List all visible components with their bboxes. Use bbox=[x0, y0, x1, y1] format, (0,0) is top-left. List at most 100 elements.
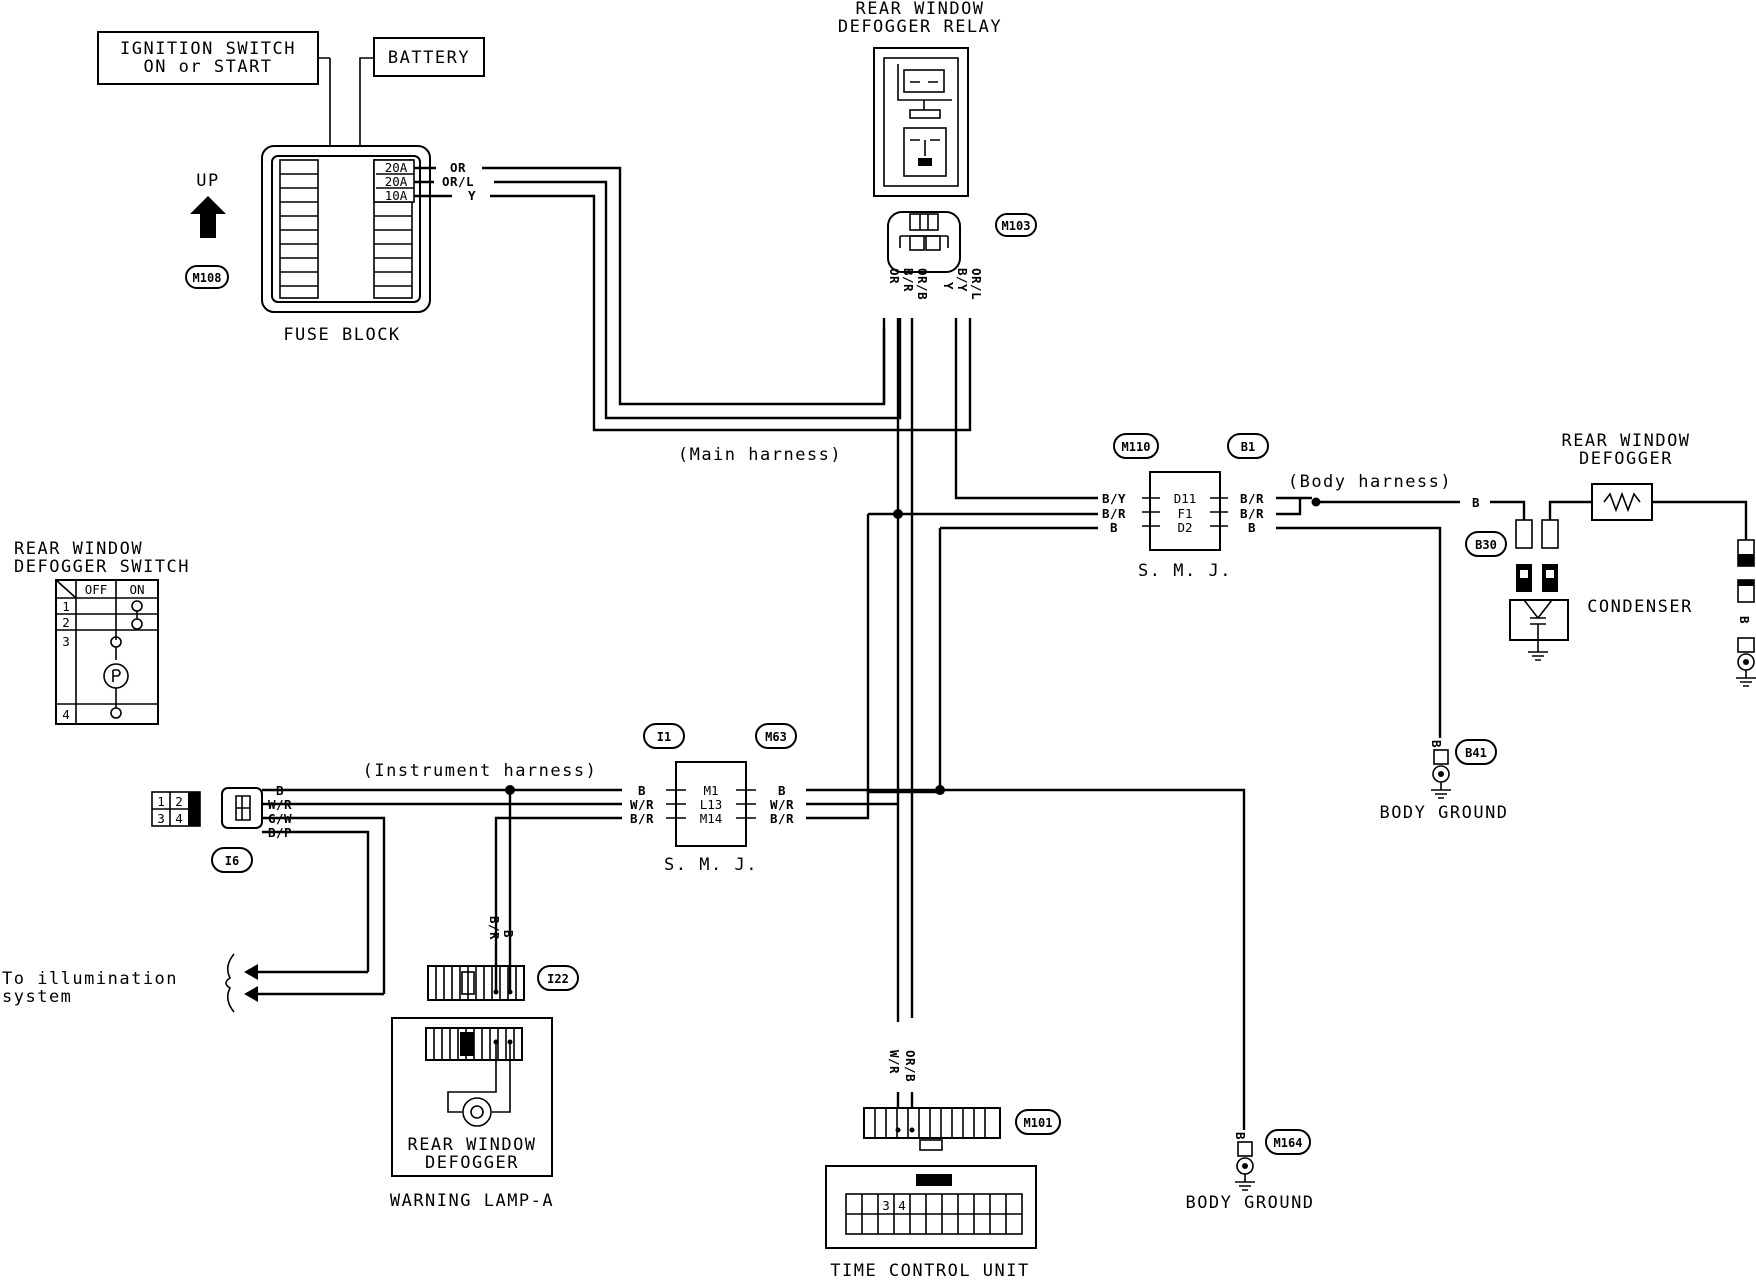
warning-lamp-label: WARNING LAMP-A bbox=[390, 1191, 554, 1211]
ignition-switch-label: IGNITION SWITCH bbox=[120, 39, 296, 59]
svg-text:I1: I1 bbox=[657, 730, 671, 744]
time-control-unit-label: TIME CONTROL UNIT bbox=[830, 1261, 1030, 1280]
svg-text:1: 1 bbox=[157, 794, 165, 809]
relay-title-2: DEFOGGER RELAY bbox=[838, 17, 1002, 37]
smj-upper-right-3: B bbox=[1248, 520, 1256, 535]
connector-b1: B1 bbox=[1227, 433, 1269, 459]
up-indicator: UP bbox=[190, 171, 226, 238]
svg-text:B: B bbox=[1429, 740, 1444, 748]
svg-text:M164: M164 bbox=[1274, 1136, 1303, 1150]
smj-lower-label: S. M. J. bbox=[664, 855, 758, 875]
up-arrow-icon bbox=[190, 196, 226, 238]
smj-upper-left-3: B bbox=[1110, 520, 1118, 535]
i6-wire-1: B bbox=[276, 783, 284, 798]
fuse-column-left bbox=[279, 159, 319, 299]
smj-upper-right-2: B/R bbox=[1240, 506, 1264, 521]
connector-i6: I6 bbox=[211, 787, 304, 873]
connector-i22: I22 bbox=[427, 910, 579, 1001]
connector-b30: B30 bbox=[1465, 531, 1507, 557]
instrument-harness-label: (Instrument harness) bbox=[363, 761, 598, 781]
wire-y-fuse bbox=[414, 194, 972, 432]
svg-text:OR/B: OR/B bbox=[915, 268, 930, 300]
svg-text:2: 2 bbox=[175, 794, 183, 809]
smj-upper-pin-d11: D11 bbox=[1174, 491, 1197, 506]
svg-text:Y: Y bbox=[941, 282, 956, 290]
switch-header-on: ON bbox=[129, 582, 144, 597]
svg-text:B30: B30 bbox=[1475, 538, 1497, 552]
svg-text:B: B bbox=[1737, 616, 1752, 624]
fuse-2-rating: 20A bbox=[385, 174, 408, 189]
smj-upper-right-1: B/R bbox=[1240, 491, 1264, 506]
tcu-pin-3: 3 bbox=[882, 1198, 890, 1213]
body-b-label: B bbox=[1472, 495, 1480, 510]
fuse-1-rating: 20A bbox=[385, 160, 408, 175]
smj-lower-pin-l13: L13 bbox=[700, 797, 723, 812]
smj-upper: D11 F1 D2 bbox=[1142, 471, 1228, 551]
smj-lower-pin-m14: M14 bbox=[700, 811, 723, 826]
main-harness-label: (Main harness) bbox=[678, 445, 842, 465]
ignition-switch: IGNITION SWITCH ON or START bbox=[97, 31, 319, 85]
smj-lower-right-2: W/R bbox=[770, 797, 794, 812]
wire-b30 bbox=[1490, 500, 1526, 520]
condenser-label: CONDENSER bbox=[1587, 597, 1693, 617]
connector-m108: M108 bbox=[185, 265, 229, 289]
svg-text:M63: M63 bbox=[765, 730, 787, 744]
wire-br-lower bbox=[806, 792, 870, 820]
switch-title-1: REAR WINDOW bbox=[14, 539, 143, 559]
switch-title-2: DEFOGGER SWITCH bbox=[14, 557, 190, 577]
wire-br-down bbox=[866, 514, 944, 794]
svg-text:M110: M110 bbox=[1122, 440, 1151, 454]
wire-or-label: OR bbox=[450, 160, 466, 175]
body-ground-b41: B B41 bbox=[1429, 739, 1497, 799]
smj-upper-pin-f1: F1 bbox=[1177, 506, 1192, 521]
wire-bp bbox=[304, 830, 370, 972]
connector-i6-pin-map: 1 2 3 4 bbox=[151, 791, 201, 827]
illumination-label-1: To illumination bbox=[2, 969, 178, 989]
time-control-unit: 3 4 bbox=[825, 1165, 1037, 1249]
wire-gw bbox=[304, 816, 386, 994]
defogger-terminal: B bbox=[1736, 539, 1756, 687]
illumination-label-2: system bbox=[2, 987, 72, 1007]
switch-header-off: OFF bbox=[85, 582, 108, 597]
svg-text:B1: B1 bbox=[1241, 440, 1255, 454]
fuse-block-label: FUSE BLOCK bbox=[283, 325, 400, 345]
svg-text:3: 3 bbox=[62, 634, 70, 649]
smj-lower-pin-m1: M1 bbox=[703, 783, 718, 798]
wire-ground-m164 bbox=[940, 788, 1246, 1130]
connector-m101: M101 bbox=[863, 1107, 1061, 1151]
smj-upper-label: S. M. J. bbox=[1138, 561, 1232, 581]
svg-text:M101: M101 bbox=[1024, 1116, 1053, 1130]
body-ground-m164: B M164 bbox=[1233, 1129, 1311, 1191]
connector-m63: M63 bbox=[755, 723, 797, 749]
wire-or-fuse bbox=[414, 166, 886, 406]
illumination-arrows bbox=[225, 953, 384, 1013]
wire-orl-fuse bbox=[414, 180, 902, 420]
wire-defogger-out bbox=[1652, 500, 1748, 540]
wire-y-label: Y bbox=[468, 188, 476, 203]
wire-br-lamp bbox=[494, 816, 622, 910]
wire-orl-label: OR/L bbox=[442, 174, 474, 189]
tcu-wire-wr: W/R bbox=[887, 1050, 902, 1074]
connector-i1: I1 bbox=[643, 723, 685, 749]
fuse-3-rating: 10A bbox=[385, 188, 408, 203]
rear-window-defogger bbox=[1591, 483, 1653, 521]
svg-text:B: B bbox=[1233, 1132, 1248, 1140]
svg-text:2: 2 bbox=[62, 615, 70, 630]
smj-lower-left-1: B bbox=[638, 783, 646, 798]
battery: BATTERY bbox=[373, 37, 485, 77]
tcu-pin-4: 4 bbox=[898, 1198, 906, 1213]
connector-m103: M103 bbox=[887, 211, 1037, 273]
lamp-wire-br: B/R bbox=[487, 916, 502, 940]
svg-text:OR/L: OR/L bbox=[969, 268, 984, 300]
smj-upper-pin-d2: D2 bbox=[1177, 520, 1192, 535]
smj-lower-left-3: B/R bbox=[630, 811, 654, 826]
svg-text:M108: M108 bbox=[193, 271, 222, 285]
svg-text:I6: I6 bbox=[225, 854, 239, 868]
smj-lower: M1 L13 M14 bbox=[666, 761, 756, 847]
body-ground-b41-label: BODY GROUND bbox=[1379, 803, 1508, 823]
svg-text:B41: B41 bbox=[1465, 746, 1487, 760]
fuse-block: 20A 20A 10A bbox=[261, 145, 431, 313]
wire-defogger-in bbox=[1548, 500, 1592, 520]
wire-b41 bbox=[1276, 526, 1442, 738]
